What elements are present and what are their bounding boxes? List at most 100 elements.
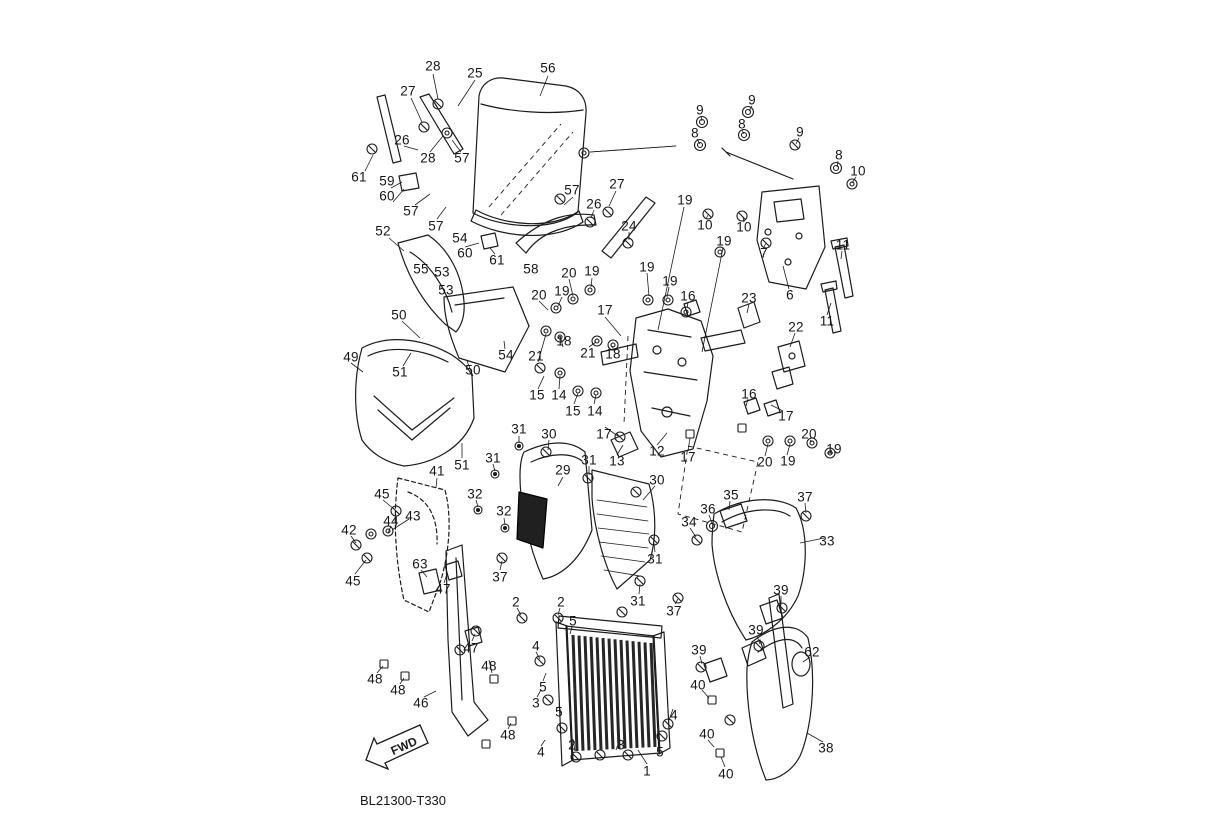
callout-32: 32 xyxy=(467,486,483,502)
construction-dashed-lines xyxy=(488,123,759,533)
leader-line xyxy=(642,485,656,501)
leader-line xyxy=(728,500,731,511)
callout-40: 40 xyxy=(718,766,734,782)
leader-line xyxy=(687,437,691,452)
callout-5: 5 xyxy=(539,679,547,695)
center-stay-lines xyxy=(643,329,698,417)
callout-14: 14 xyxy=(587,403,603,419)
inner-panel-29-part xyxy=(519,442,593,580)
clip-part xyxy=(719,503,748,529)
stay-hole xyxy=(677,357,687,367)
leader-line xyxy=(540,739,546,747)
callout-5: 5 xyxy=(555,704,563,720)
washer-icon xyxy=(591,335,603,347)
stay-bracket-part xyxy=(759,599,784,625)
callout-53: 53 xyxy=(438,282,454,298)
callout-38: 38 xyxy=(818,740,834,756)
washer-icon xyxy=(806,437,818,449)
callout-47: 47 xyxy=(463,640,479,656)
leader-line xyxy=(410,97,423,123)
screw-icon xyxy=(594,749,606,761)
callout-5: 5 xyxy=(656,744,664,760)
leader-line xyxy=(423,690,437,698)
pillar-stay-part xyxy=(445,544,489,737)
callout-11: 11 xyxy=(819,313,835,329)
leader-line xyxy=(756,635,761,645)
panel-29-mesh xyxy=(516,491,548,549)
grille-slat xyxy=(649,642,657,748)
callout-19: 19 xyxy=(780,453,796,469)
callout-55: 55 xyxy=(413,261,429,277)
callout-28: 28 xyxy=(420,150,436,166)
callout-12: 12 xyxy=(649,443,665,459)
callout-9: 9 xyxy=(796,124,804,140)
leader-line xyxy=(708,514,713,524)
callout-6: 6 xyxy=(786,287,794,303)
leader-line xyxy=(536,689,542,698)
leader-line xyxy=(569,626,573,635)
leader-line xyxy=(391,518,410,531)
callout-29: 29 xyxy=(555,462,571,478)
leader-line xyxy=(537,375,545,390)
callout-16: 16 xyxy=(680,288,696,304)
clip-icon xyxy=(507,716,517,726)
callout-49: 49 xyxy=(343,349,359,365)
leader-line xyxy=(674,598,679,605)
garnish-part xyxy=(515,213,597,254)
stay-arm-part xyxy=(600,343,639,366)
screw-icon xyxy=(350,539,362,551)
leader-line xyxy=(557,296,563,307)
washer-icon xyxy=(584,284,596,296)
callout-19: 19 xyxy=(716,233,732,249)
small-bracket-part xyxy=(610,431,639,458)
screw-icon xyxy=(390,505,402,517)
callout-48: 48 xyxy=(500,727,516,743)
nut-icon xyxy=(693,138,707,152)
leader-line xyxy=(558,705,562,714)
rivet-icon xyxy=(473,505,483,515)
lower-cowl-part xyxy=(746,626,814,781)
callout-17: 17 xyxy=(680,449,696,465)
dashed-construction-line xyxy=(623,335,629,425)
leader-line xyxy=(782,265,790,290)
callout-28: 28 xyxy=(425,58,441,74)
callout-45: 45 xyxy=(374,486,390,502)
callout-31: 31 xyxy=(485,450,501,466)
callout-26: 26 xyxy=(394,132,410,148)
callout-8: 8 xyxy=(691,125,699,141)
leader-line xyxy=(572,738,576,752)
leader-line xyxy=(403,145,419,151)
washer-icon xyxy=(642,294,654,306)
nut-icon xyxy=(741,105,755,119)
screw-icon xyxy=(702,208,714,220)
callout-63: 63 xyxy=(412,556,428,572)
side-stay-part xyxy=(768,593,794,709)
screw-icon xyxy=(614,431,626,443)
leader-line xyxy=(826,302,832,316)
clip-icon xyxy=(737,423,747,433)
callout-19: 19 xyxy=(662,273,678,289)
callout-36: 36 xyxy=(700,501,716,517)
callout-62: 62 xyxy=(804,644,820,660)
leader-line xyxy=(568,278,574,297)
leader-line xyxy=(701,247,724,353)
leader-line xyxy=(443,573,448,584)
stay-bracket-part xyxy=(771,340,806,390)
callout-10: 10 xyxy=(736,219,752,235)
leader-line xyxy=(770,404,784,412)
washer-icon xyxy=(567,293,579,305)
leader-line xyxy=(646,272,650,297)
callout-33: 33 xyxy=(819,533,835,549)
callout-51: 51 xyxy=(392,364,408,380)
callout-48: 48 xyxy=(390,682,406,698)
leader-line xyxy=(503,340,506,350)
callout-58: 58 xyxy=(523,261,539,277)
callout-31: 31 xyxy=(581,452,597,468)
callout-50: 50 xyxy=(391,307,407,323)
leader-line xyxy=(466,360,474,377)
washer-icon xyxy=(578,147,590,159)
screw-icon xyxy=(516,612,528,624)
leader-line xyxy=(616,444,624,456)
screw-icon xyxy=(616,606,628,618)
